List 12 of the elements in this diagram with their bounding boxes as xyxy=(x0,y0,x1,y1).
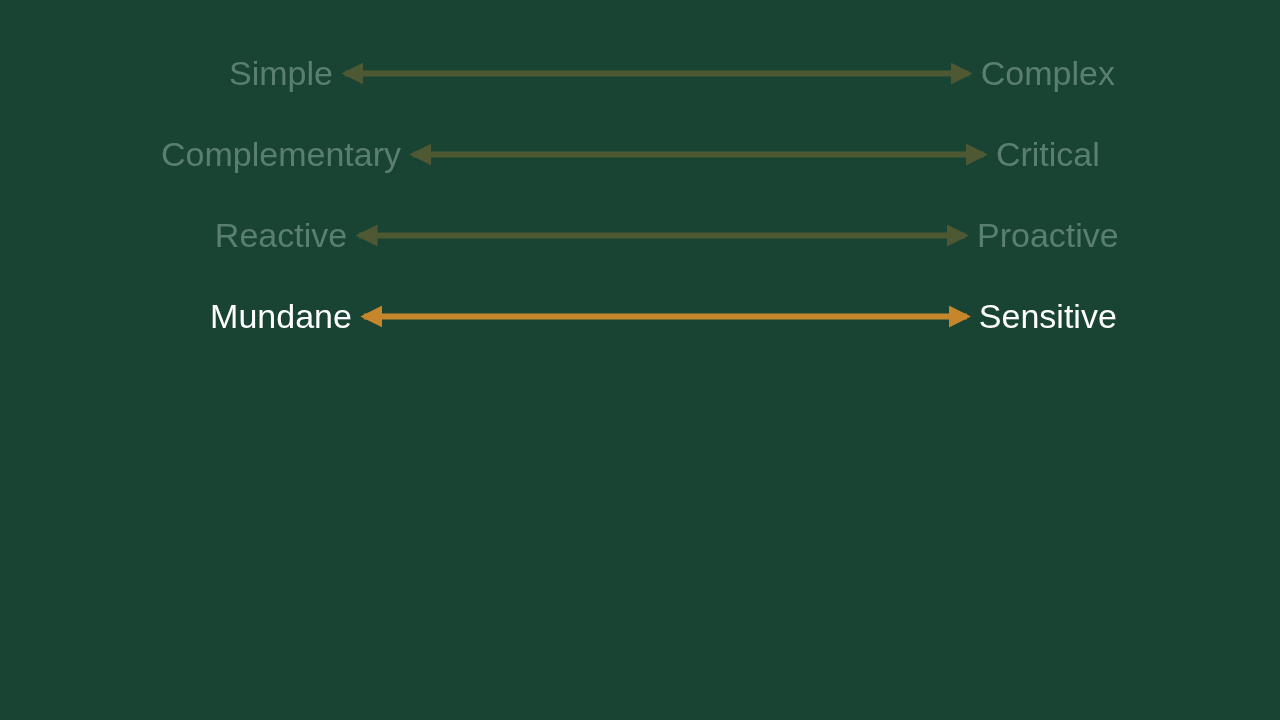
term-label: Mundane xyxy=(210,297,352,335)
term-label: Sensitive xyxy=(979,297,1117,335)
double-headed-arrow xyxy=(355,224,970,247)
term-label: Critical xyxy=(996,135,1100,173)
term-label: Complementary xyxy=(161,135,402,173)
double-headed-arrow xyxy=(360,305,971,328)
term-label: Simple xyxy=(229,54,334,92)
double-headed-arrow xyxy=(341,62,973,85)
double-headed-arrow xyxy=(409,143,989,166)
term-label: Reactive xyxy=(215,216,348,254)
term-label: Proactive xyxy=(977,216,1119,254)
term-label: Complex xyxy=(980,54,1116,92)
